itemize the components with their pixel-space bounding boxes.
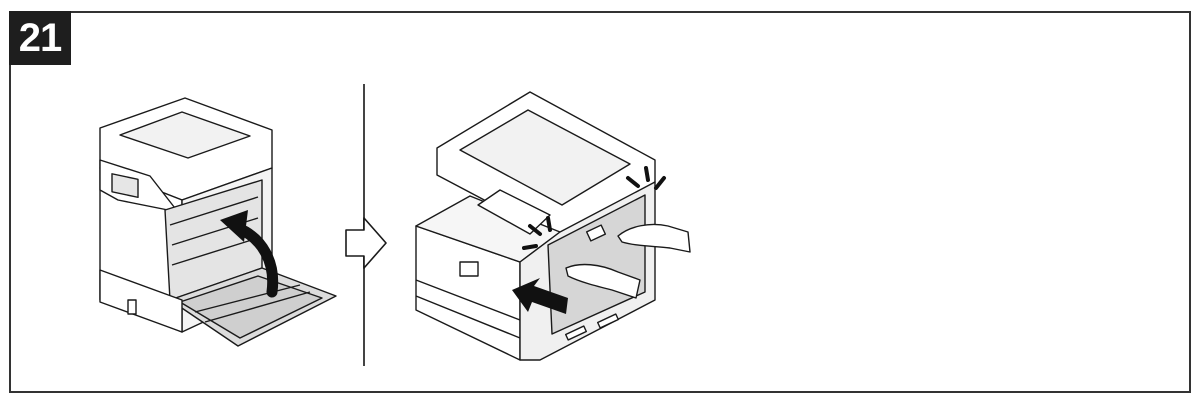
up-arrow-icon [220,210,279,298]
step-number-badge: 21 [9,11,71,65]
hands-illustration [565,223,691,299]
click-mark-icon [522,166,666,250]
push-arrow-icon [512,278,568,314]
